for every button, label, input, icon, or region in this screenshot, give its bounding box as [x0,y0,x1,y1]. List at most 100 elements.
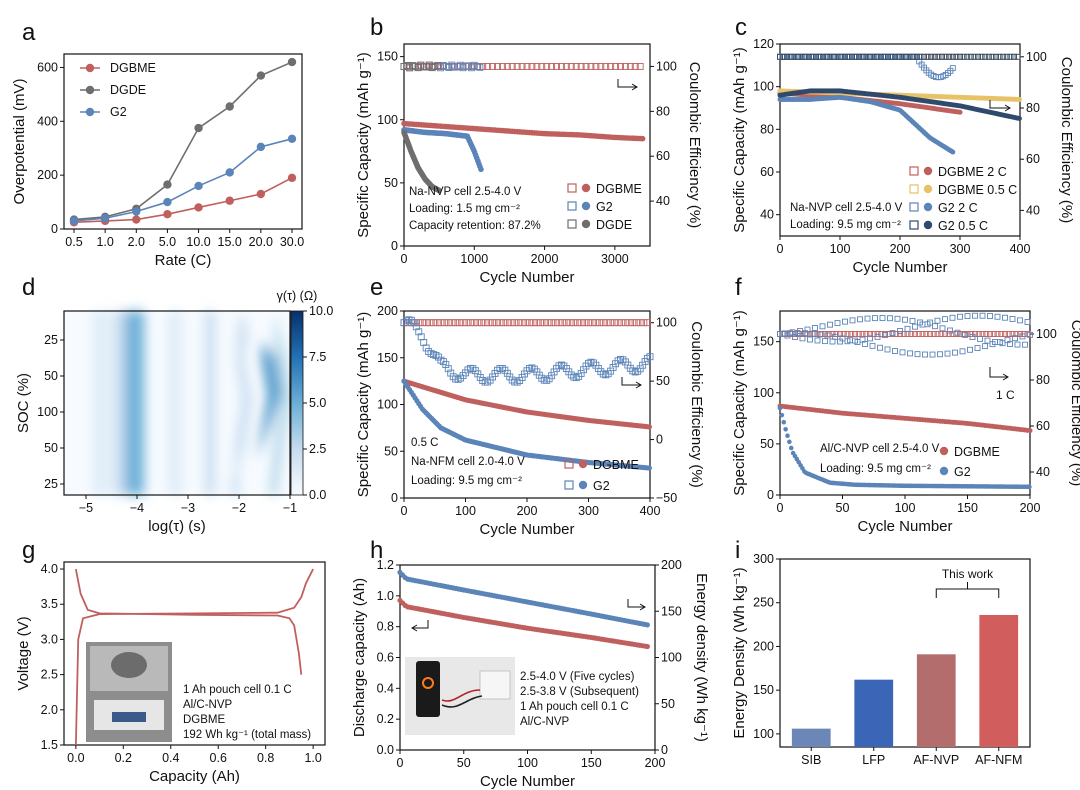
i-bracket [935,588,1000,598]
e-dgbme-ce-point [433,319,441,327]
e-g2-ce-point [639,361,647,369]
f-dgbme-ce-point [934,331,941,337]
c-g2-0.5-c-ce-point [867,53,873,60]
f-dgbme-ce-point [915,331,922,337]
h-xtick-label: 100 [517,756,538,770]
a-xtick-label: 20.0 [249,235,273,249]
b-legend-square [567,219,577,229]
e-dgbme-ce-point [511,319,519,327]
b-ytick-label: 150 [377,50,398,64]
b-dgbme-ce-point [494,62,501,70]
c-y2label: Coulombic Efficiency (%) [1058,57,1075,223]
b-dgbme-point [639,135,646,142]
f-g2-point [781,419,787,425]
f-dgbme-ce-point [938,331,945,337]
e-g2-ce-point [543,376,551,384]
f-xlabel: Cycle Number [857,518,952,535]
a-legend-label: G2 [110,105,127,119]
e-legend-square [564,459,574,469]
c-dgbme-0.5-c-ce-point [993,53,999,60]
panel-letter-d: d [22,274,35,301]
h-note: 2.5-3.8 V (Subsequent) [520,686,639,698]
h-ytick-label: 1.2 [377,558,394,572]
g-frame [63,561,326,746]
c-g2-0.5-c-ce-point [921,53,927,60]
c-dgbme-0.5-c-ce-point [867,53,873,60]
c-dgbme-0.5-c-ce-point [996,53,1003,60]
a-xtick-label: 15.0 [218,235,242,249]
i-xtick-label: SIB [801,753,821,767]
e-g2-ce-point [420,338,428,346]
f-g2-ce-point [949,314,956,321]
c-dgbme-0.5-c-ce-point [831,53,837,60]
b-dgbme-ce-point [498,62,506,70]
heatmap-band-1 [93,311,109,495]
e-y2label: Coulombic Efficiency (%) [688,321,705,487]
b-legend-square [567,183,577,193]
f-ytick-label: 0 [767,488,774,502]
b-xlabel: Cycle Number [479,269,574,286]
c-dgbme-2-c-ce-point [942,53,949,60]
f-g2-ce-point [857,316,863,323]
f-g2-ce-point [874,333,881,340]
panel-letter-g: g [22,537,35,564]
e-dgbme-ce-point [522,319,530,327]
d-xtick-label: −5 [79,501,93,515]
i-bar-lfp [854,679,894,747]
e-g2-ce-point [442,361,450,369]
b-dgbme-ce-point [621,62,629,70]
e-dgbme-ce-point [610,319,618,327]
b-dgbme-ce-point [582,62,590,70]
f-dgbme-ce-point [904,331,911,337]
b-dgbme-ce-point [503,62,511,70]
f-g2-ce-point [814,337,821,344]
f-dgbme-ce-point [803,331,810,337]
h-ytick-label: 0.4 [377,681,394,695]
c-g2-0.5-c-ce-point [780,53,787,60]
c-legend-label: G2 0.5 C [938,219,988,233]
d-ytick-label: 25 [44,333,58,347]
b-dgde-ce-point [434,62,442,70]
f-g2-ce-point [887,315,893,322]
b-dgbme-ce-point [562,62,570,70]
c-legend-label: DGBME 2 C [938,165,1007,179]
c-dgbme-0.5-c-ce-point [975,53,981,60]
e-g2-ce-point [454,375,462,383]
b-dgbme-ce-point [636,62,644,70]
c-ce-arrow-head [1004,104,1011,112]
e-g2-ce-point [580,366,588,374]
i-xtick-label: AF-NFM [975,753,1022,767]
b-dgbme-ce-point [597,62,605,70]
e-ytick-label: 100 [377,398,398,412]
e-dgbme-ce-point [470,319,478,327]
f-rate-label: 1 C [996,388,1015,402]
f-g2-point [777,405,783,411]
b-xtick-label: 1000 [460,252,488,266]
h-xlabel: Cycle Number [480,773,575,790]
b-note: Na-NVP cell 2.5-4.0 V [409,186,522,198]
f-g2-ce-point [957,313,963,320]
g-ytick-label: 3.5 [41,597,58,611]
b-dgbme-ce-point [533,62,541,70]
f-dgbme-ce-point [990,331,997,337]
f-y2tick-label: 40 [1036,465,1050,479]
b-dgbme-ce-point [572,62,580,70]
c-g2-0.5-c-ce-point [856,53,863,60]
e-g2-ce-point [469,365,477,373]
e-dgbme-ce-point [459,319,467,327]
c-note: Loading: 9.5 mg cm⁻² [790,219,901,231]
c-dgbme-2-c-ce-point [928,53,935,60]
c-dgbme-2-c-ce-point [787,53,794,60]
e-g2-ce-point [599,370,607,378]
f-g2-ce-point [869,342,876,349]
d-ytick-label: 50 [44,369,58,383]
c-dgbme-0.5-c-ce-point [964,53,971,60]
e-g2-ce-point [589,359,597,367]
e-g2-ce-point [550,368,558,376]
e-y2tick-label: 100 [656,316,677,330]
panel-letter-h: h [370,537,383,564]
f-g2-ce-point [994,313,1001,320]
c-g2-0.5-c-ce-point [874,53,881,60]
d-xtick-label: −4 [130,501,144,515]
